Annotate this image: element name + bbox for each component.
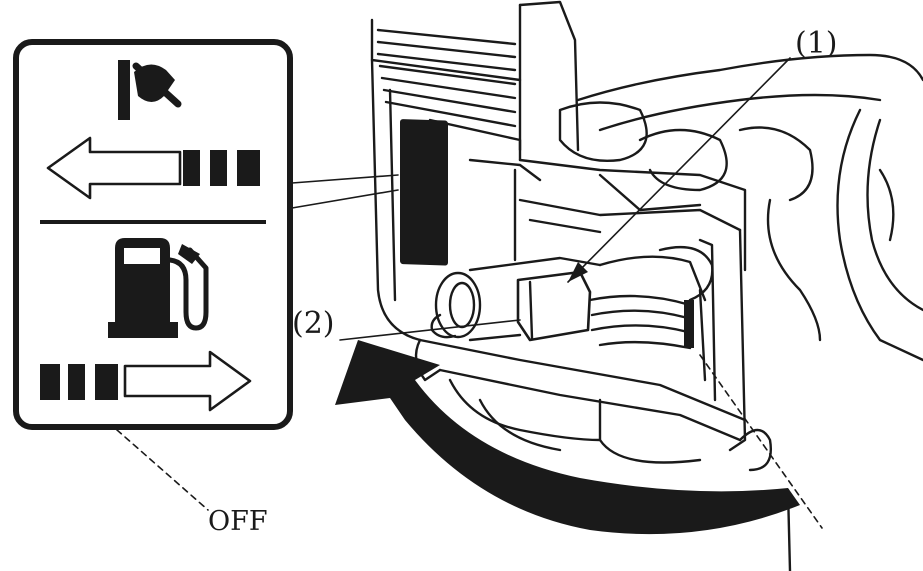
callout-1-label: (1)	[795, 26, 838, 61]
fuel-pump-icon	[108, 238, 209, 338]
engine-frame	[558, 53, 923, 362]
arrow-right-icon	[40, 350, 252, 412]
off-reference-line	[699, 354, 823, 529]
sight-window	[400, 119, 448, 266]
symbol-panel-frame	[13, 39, 293, 430]
off-label: OFF	[208, 506, 268, 537]
leader-lines	[291, 57, 791, 341]
cooling-fins	[370, 0, 580, 152]
valve-lever	[516, 270, 592, 342]
engine-body	[370, 58, 772, 472]
symbol-panel	[13, 39, 293, 430]
engine-illustration	[370, 0, 923, 472]
choke-icon	[118, 60, 182, 120]
rotation-arrow-icon	[335, 340, 800, 535]
vertical-marker-line	[786, 488, 792, 571]
fuel-valve	[430, 246, 714, 350]
arrow-left-icon	[46, 136, 260, 200]
callout-2-label: (2)	[292, 306, 335, 341]
